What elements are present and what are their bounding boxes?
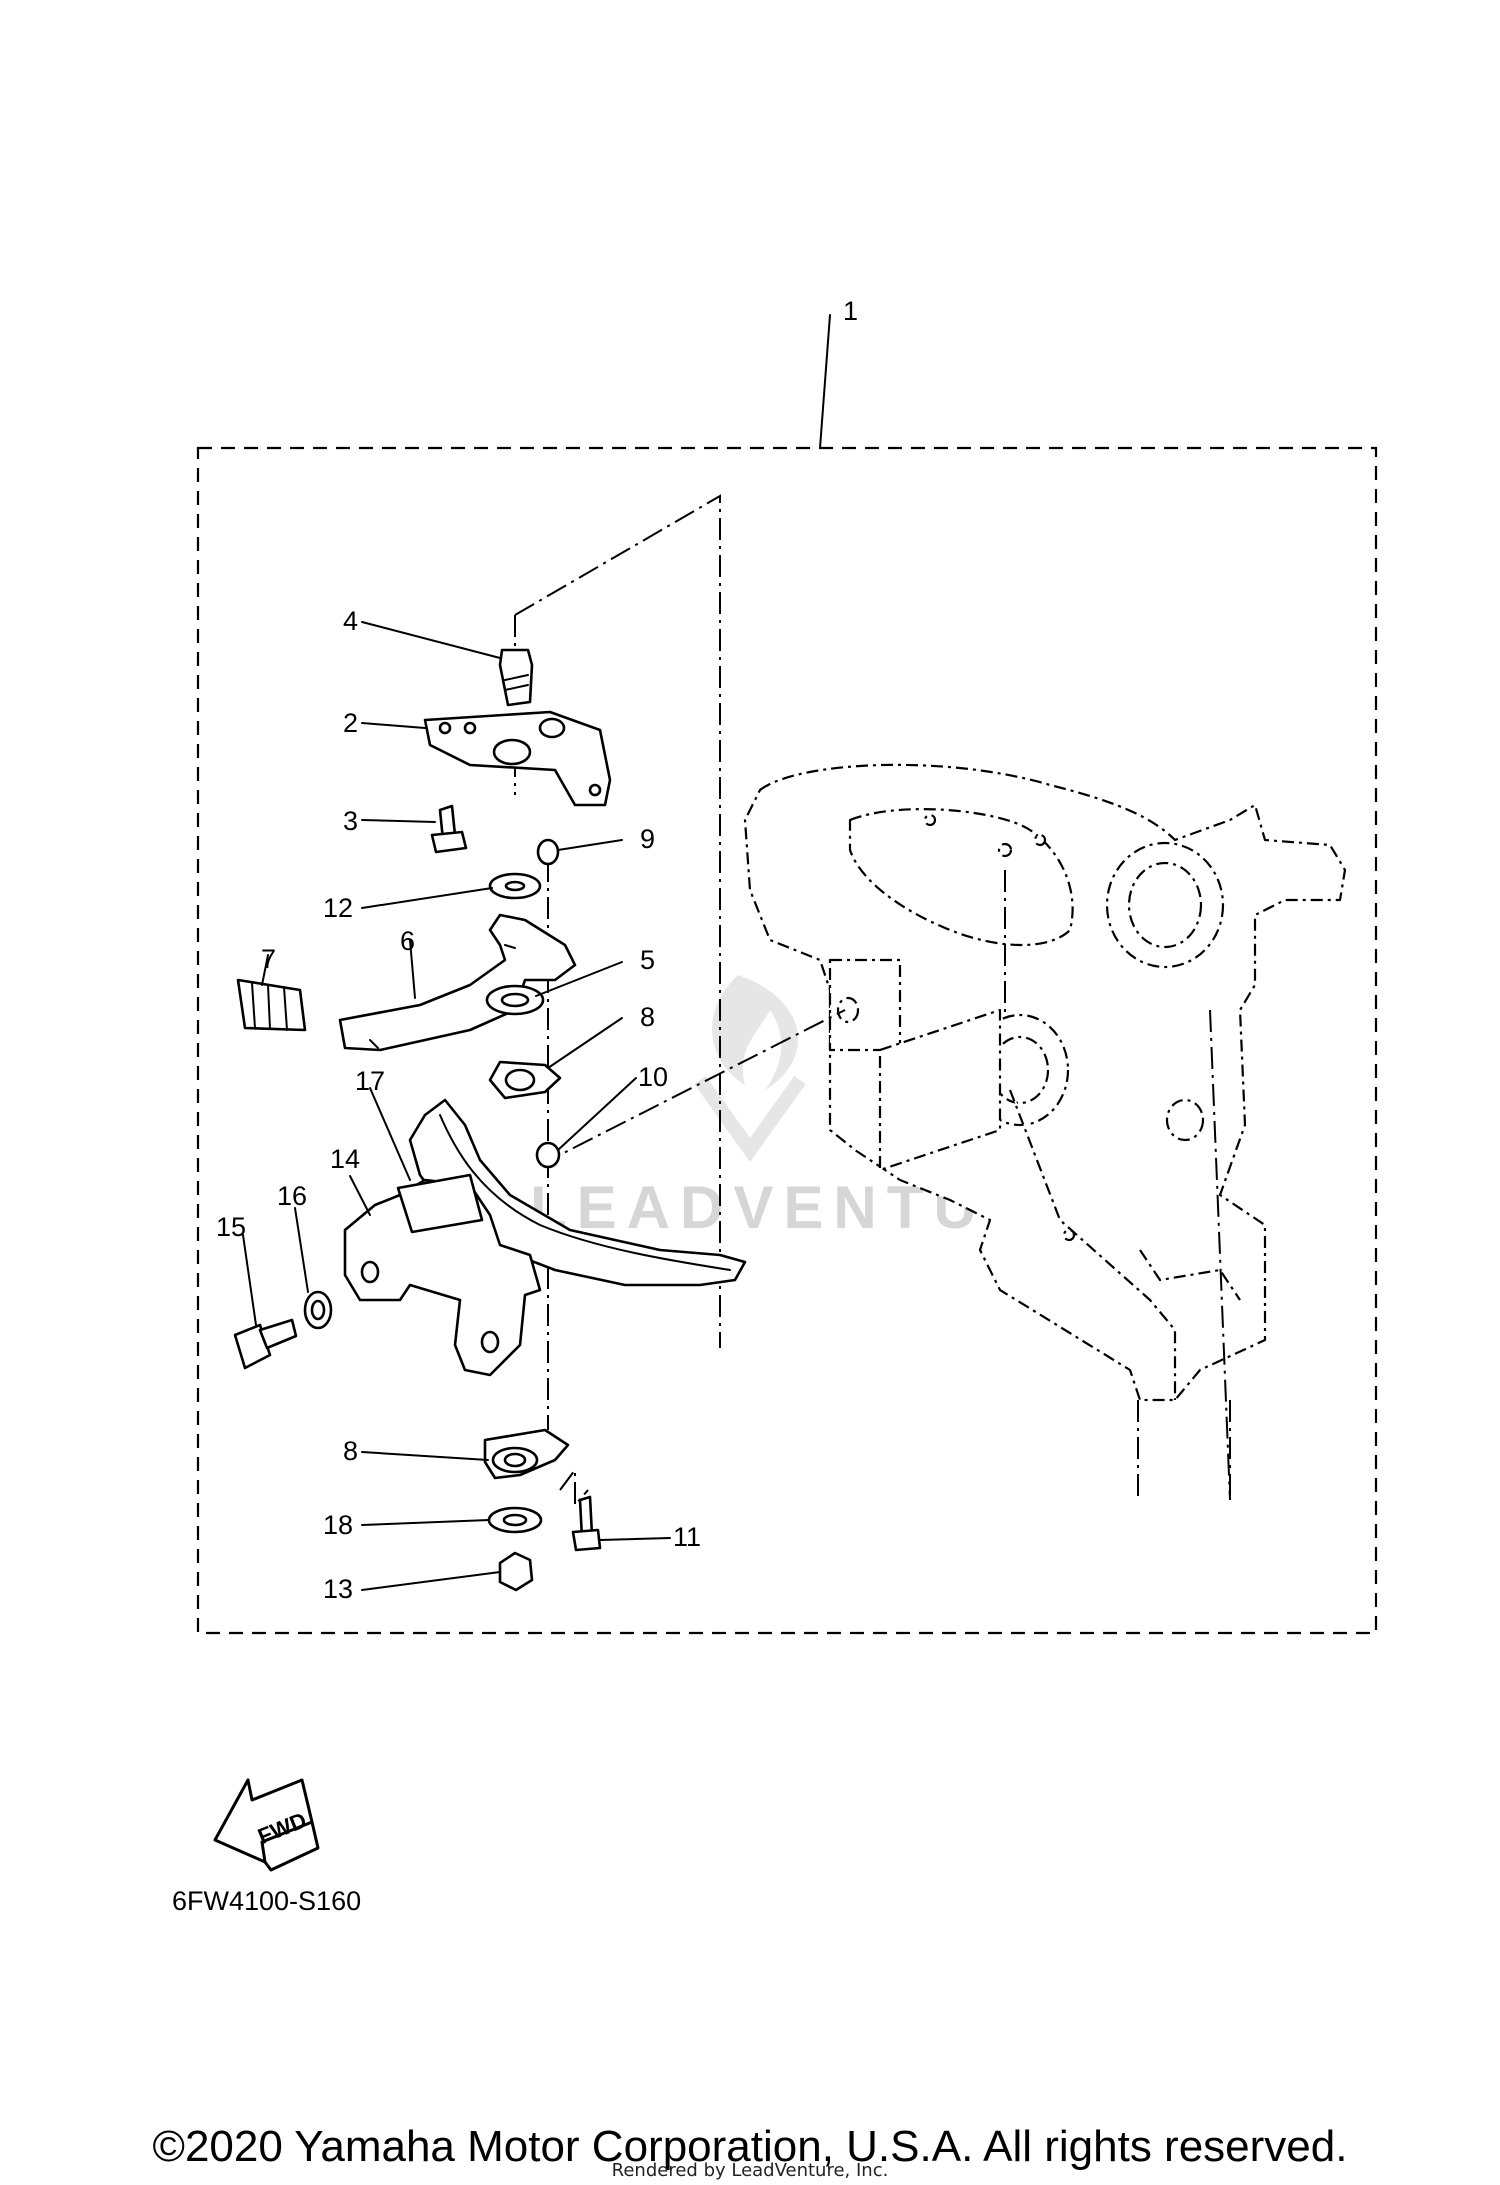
callout-4: 4 (343, 606, 358, 636)
part-5-washer (485, 984, 545, 1016)
part-16-washer (303, 1290, 333, 1330)
callout-7: 7 (261, 944, 276, 974)
callout-17: 17 (355, 1066, 385, 1096)
leader-lines (242, 314, 831, 1591)
callout-3: 3 (343, 806, 358, 836)
callout-5: 5 (640, 945, 655, 975)
part-18-washer (487, 1506, 543, 1534)
callout-16: 16 (277, 1181, 307, 1211)
callout-18: 18 (323, 1510, 353, 1540)
callout-10: 10 (638, 1062, 668, 1092)
part-15-bolt (233, 1318, 298, 1370)
callout-6: 6 (400, 926, 415, 956)
part-3-bolt (430, 804, 468, 854)
part-9-collar (536, 838, 560, 866)
part-6-lever (338, 913, 577, 1052)
part-8-bushing-lower (483, 1428, 570, 1480)
callout-13: 13 (323, 1574, 353, 1604)
callout-12: 12 (323, 893, 353, 923)
part-13-nut (498, 1551, 534, 1592)
callout-9: 9 (640, 824, 655, 854)
steering-bracket-outline (743, 763, 1347, 1501)
callout-1: 1 (843, 296, 858, 326)
part-12-washer (488, 872, 542, 900)
diagram-part-code: 6FW4100-S160 (172, 1886, 362, 1916)
callout-15: 15 (216, 1212, 246, 1242)
part-8-bushing-upper (488, 1060, 562, 1100)
fwd-arrow-icon: FWD (213, 1778, 320, 1872)
callout-2: 2 (343, 708, 358, 738)
part-11-screw (571, 1495, 602, 1552)
part-14-bracket (343, 1173, 542, 1377)
callout-14: 14 (330, 1144, 360, 1174)
part-7-grip (236, 978, 307, 1032)
part-4-bolt (498, 648, 534, 707)
callout-11: 11 (673, 1522, 701, 1552)
assembly-boundary (196, 446, 1378, 1635)
copyright-notice: ©2020 Yamaha Motor Corporation, U.S.A. A… (152, 2122, 1348, 2171)
callout-labels: 1 2 3 4 5 6 7 8 8 9 10 11 12 13 14 15 16… (216, 296, 858, 1604)
part-2-plate (423, 710, 612, 807)
part-10-collar (535, 1141, 561, 1169)
callout-8-lower: 8 (343, 1436, 358, 1466)
renderer-credit: Rendered by LeadVenture, Inc. (611, 2160, 889, 2181)
callout-8-upper: 8 (640, 1002, 655, 1032)
